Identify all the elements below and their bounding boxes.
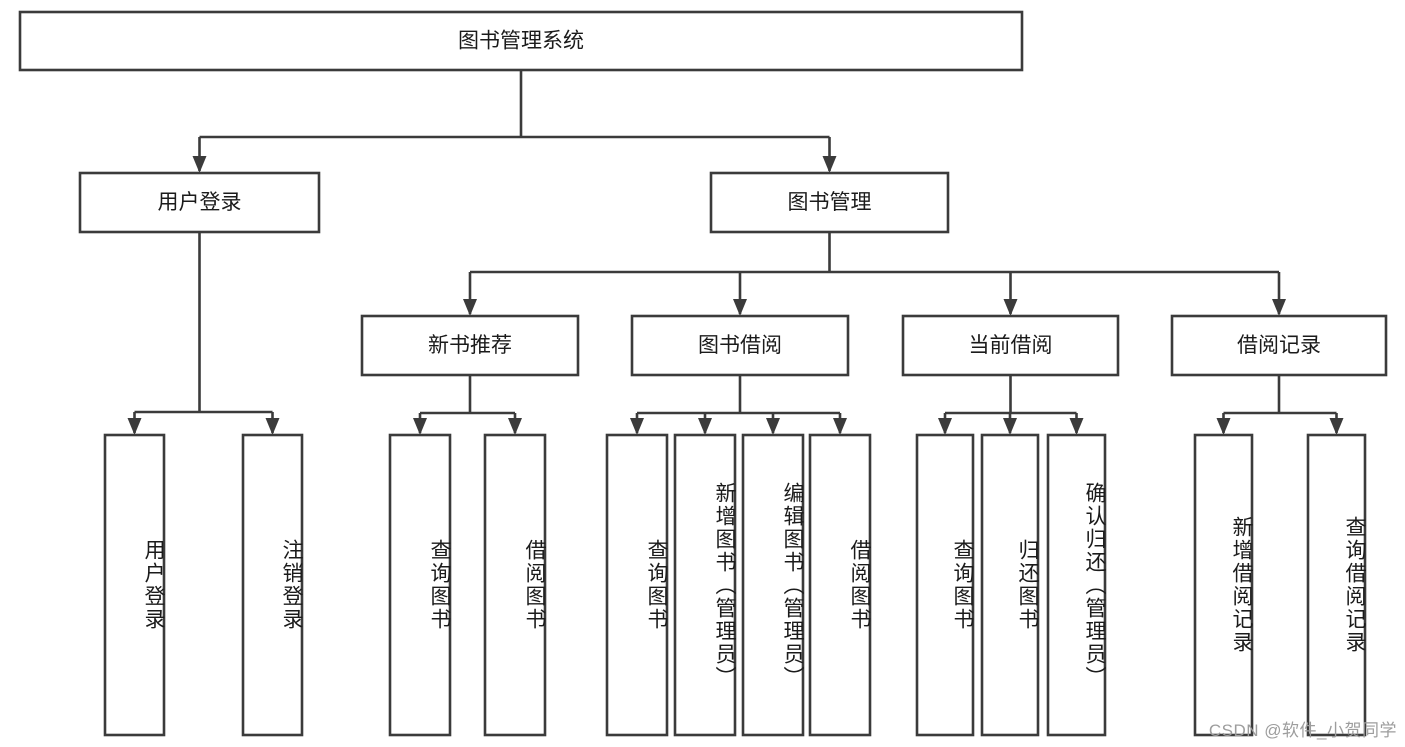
node-label-level3-1: 图书借阅 bbox=[698, 334, 782, 357]
boxes-layer bbox=[18, 10, 1388, 737]
arrow-head-icon bbox=[733, 299, 747, 316]
node-box-leaf-10[interactable] bbox=[1046, 433, 1107, 737]
node-box-leaf-5[interactable] bbox=[673, 433, 737, 737]
arrow-head-icon bbox=[1003, 418, 1017, 435]
arrow-head-icon bbox=[938, 418, 952, 435]
arrow-head-icon bbox=[630, 418, 644, 435]
node-box-leaf-11[interactable] bbox=[1193, 433, 1254, 737]
arrow-head-icon bbox=[508, 418, 522, 435]
arrow-head-icon bbox=[833, 418, 847, 435]
node-box-leaf-6[interactable] bbox=[741, 433, 805, 737]
node-label-level3-0: 新书推荐 bbox=[428, 334, 512, 357]
node-label-level2-0: 用户登录 bbox=[158, 191, 242, 214]
node-box-level3-0[interactable] bbox=[360, 314, 580, 377]
arrow-head-icon bbox=[463, 299, 477, 316]
arrow-head-icon bbox=[1216, 418, 1231, 435]
node-box-root[interactable] bbox=[18, 10, 1024, 72]
arrow-head-icon bbox=[1003, 299, 1018, 316]
connectors-layer bbox=[127, 70, 1344, 435]
node-box-leaf-9[interactable] bbox=[980, 433, 1040, 737]
node-box-leaf-4[interactable] bbox=[605, 433, 669, 737]
arrow-head-icon bbox=[1069, 418, 1084, 435]
arrow-head-icon bbox=[698, 418, 712, 435]
node-box-leaf-2[interactable] bbox=[388, 433, 452, 737]
arrow-head-icon bbox=[766, 418, 780, 435]
node-box-leaf-7[interactable] bbox=[808, 433, 872, 737]
node-box-leaf-1[interactable] bbox=[241, 433, 304, 737]
node-label-level3-2: 当前借阅 bbox=[969, 334, 1053, 357]
node-box-leaf-12[interactable] bbox=[1306, 433, 1367, 737]
node-label-level3-3: 借阅记录 bbox=[1237, 334, 1321, 357]
node-label-level2-1: 图书管理 bbox=[788, 191, 872, 214]
node-box-leaf-0[interactable] bbox=[103, 433, 166, 737]
node-label-root: 图书管理系统 bbox=[458, 30, 584, 53]
arrow-head-icon bbox=[1329, 418, 1344, 435]
node-box-leaf-8[interactable] bbox=[915, 433, 975, 737]
node-box-leaf-3[interactable] bbox=[483, 433, 547, 737]
arrow-head-icon bbox=[265, 418, 280, 435]
arrow-head-icon bbox=[822, 156, 837, 173]
arrow-head-icon bbox=[127, 418, 142, 435]
node-box-level3-3[interactable] bbox=[1170, 314, 1388, 377]
node-box-level2-1[interactable] bbox=[709, 171, 950, 234]
arrow-head-icon bbox=[413, 418, 427, 435]
node-box-level2-0[interactable] bbox=[78, 171, 321, 234]
node-box-level3-2[interactable] bbox=[901, 314, 1120, 377]
arrow-head-icon bbox=[1272, 299, 1286, 316]
arrow-head-icon bbox=[192, 156, 207, 173]
node-box-level3-1[interactable] bbox=[630, 314, 850, 377]
watermark-text: CSDN @软件_小贺同学 bbox=[1208, 721, 1397, 740]
